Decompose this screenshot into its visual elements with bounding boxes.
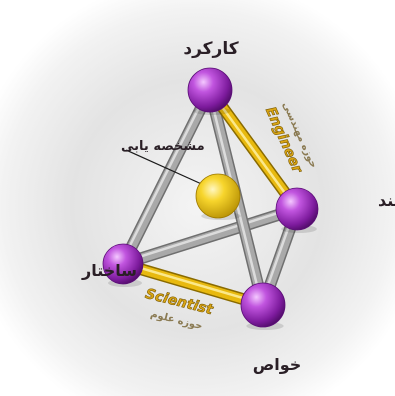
label-left: ساختار [81, 261, 137, 280]
edge-top-left [117, 84, 216, 270]
edge-top-right-engineer [204, 84, 303, 215]
edge-left-bottom-scientist [117, 258, 269, 311]
node-left [102, 243, 144, 285]
center-leader-line [125, 149, 207, 187]
nodes [102, 67, 319, 330]
label-right: فرایند [378, 191, 395, 210]
center-sphere [195, 173, 241, 219]
node-right [275, 187, 319, 231]
label-top: کارکرد [183, 39, 238, 59]
edge-left-right [117, 203, 303, 270]
node-bottom [240, 282, 286, 328]
label-center: مشخصه یابی [121, 139, 205, 154]
center-group [125, 149, 241, 220]
rods-back [117, 84, 303, 311]
label-bottom: خواص [253, 355, 302, 374]
node-top [187, 67, 233, 113]
